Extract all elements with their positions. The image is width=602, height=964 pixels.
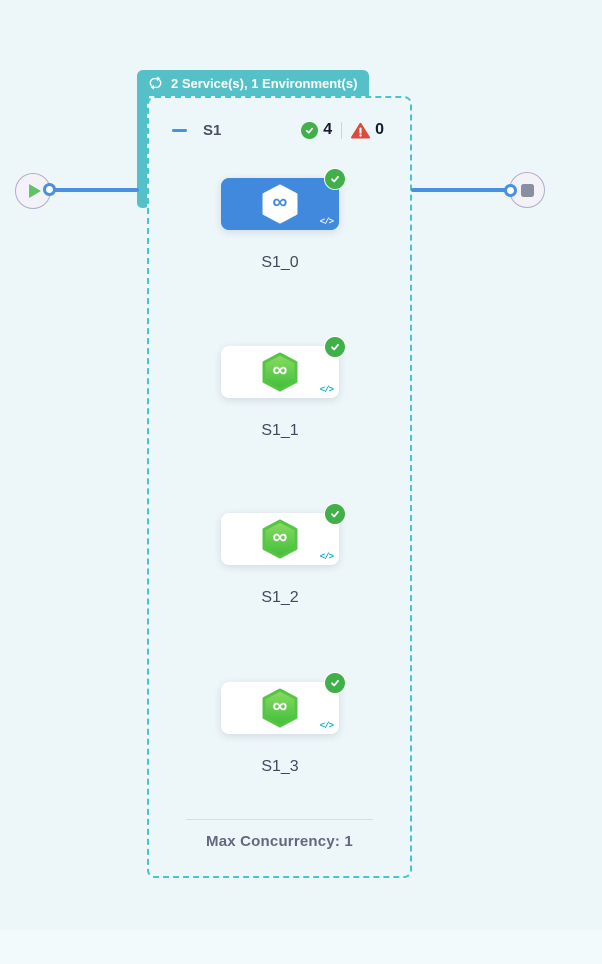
- code-icon: </>: [319, 217, 334, 227]
- start-port-ring: [43, 183, 56, 196]
- code-icon: </>: [319, 385, 334, 395]
- left-connector-line: [46, 188, 139, 192]
- node-card-s1-1[interactable]: ∞ </>: [221, 336, 346, 398]
- infinity-icon: ∞: [272, 358, 288, 382]
- node-card-s1-3[interactable]: ∞ </>: [221, 672, 346, 734]
- success-badge-icon: [324, 503, 346, 525]
- code-icon: </>: [319, 552, 334, 562]
- service-hexagon-icon: ∞: [262, 352, 298, 392]
- right-connector-line: [411, 188, 508, 192]
- group-accent-bar: [137, 92, 149, 208]
- play-icon: [28, 184, 41, 198]
- end-port-ring: [504, 184, 517, 197]
- node-card-s1-0[interactable]: ∞ </>: [221, 168, 346, 230]
- success-badge-icon: [324, 168, 346, 190]
- failure-count: 0: [375, 121, 384, 138]
- collapse-minus-icon[interactable]: [172, 128, 187, 132]
- footer-divider: [186, 819, 373, 820]
- node-label: S1_1: [261, 422, 299, 439]
- success-badge-icon: [324, 672, 346, 694]
- stage-status-counts: 4 0: [301, 121, 384, 139]
- node-card-s1-2[interactable]: ∞ </>: [221, 503, 346, 565]
- canvas-bottom-strip: [0, 930, 602, 964]
- code-icon: </>: [319, 721, 334, 731]
- infinity-icon: ∞: [272, 190, 288, 214]
- service-hexagon-icon: ∞: [262, 688, 298, 728]
- node-label: S1_2: [261, 589, 299, 606]
- stop-icon: [520, 183, 534, 197]
- node-label: S1_3: [261, 758, 299, 775]
- service-hexagon-icon: ∞: [262, 184, 298, 224]
- services-environments-label: 2 Service(s), 1 Environment(s): [171, 75, 358, 91]
- success-badge-icon: [324, 336, 346, 358]
- stage-header: S1 4 0: [172, 116, 384, 144]
- loop-icon: [149, 76, 162, 90]
- success-count: 4: [323, 121, 333, 138]
- check-circle-icon: [301, 121, 319, 139]
- max-concurrency-label: Max Concurrency: 1: [206, 833, 353, 850]
- warning-triangle-icon: [351, 122, 371, 139]
- infinity-icon: ∞: [272, 694, 288, 718]
- stage-name-label: S1: [203, 121, 222, 139]
- stage-group-container: [147, 96, 412, 878]
- infinity-icon: ∞: [272, 525, 288, 549]
- node-label: S1_0: [261, 254, 299, 271]
- service-hexagon-icon: ∞: [262, 519, 298, 559]
- services-environments-badge[interactable]: 2 Service(s), 1 Environment(s): [137, 70, 370, 96]
- count-divider: [341, 121, 343, 139]
